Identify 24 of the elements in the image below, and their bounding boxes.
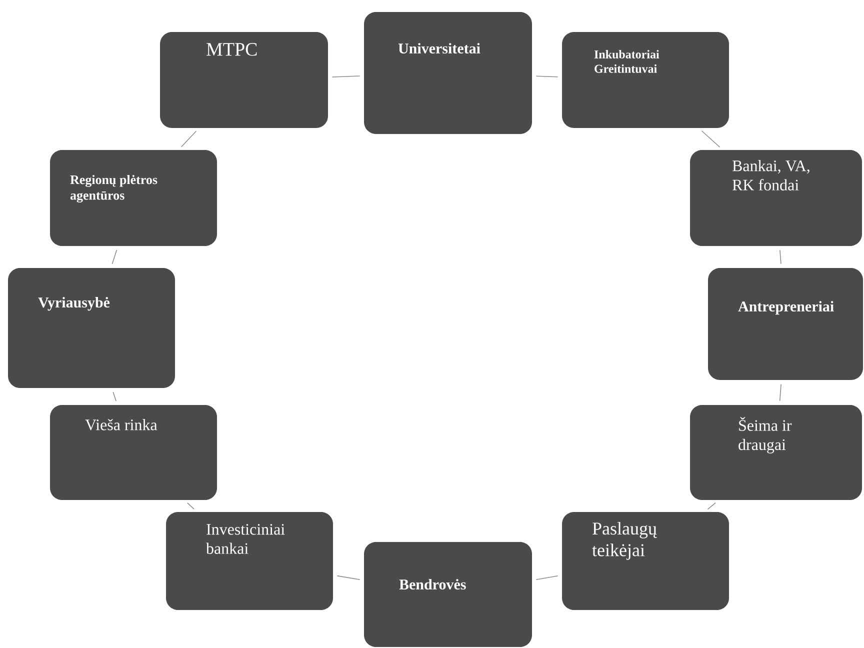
connector-line: [701, 130, 720, 148]
process-box: Paslaugų teikėjai: [562, 512, 729, 610]
connector-line: [780, 250, 782, 264]
process-box: Bankai, VA, RK fondai: [690, 150, 862, 246]
process-box: Bendrovės: [364, 542, 532, 647]
process-box: Universitetai: [364, 12, 532, 134]
connector-line: [180, 130, 197, 148]
connector-line: [336, 575, 360, 580]
process-box: Vieša rinka: [50, 405, 217, 500]
process-box: Inkubatoriai Greitintuvai: [562, 32, 729, 128]
connector-line: [536, 76, 558, 78]
connector-line: [332, 76, 360, 78]
connector-line: [112, 392, 117, 402]
process-box: Antrepreneriai: [708, 268, 863, 380]
process-box: Šeima ir draugai: [690, 405, 862, 500]
process-box: Vyriausybė: [8, 268, 175, 388]
connector-line: [187, 502, 194, 510]
process-box: MTPC: [160, 32, 328, 128]
connector-line: [112, 250, 118, 264]
connector-line: [779, 384, 782, 402]
connector-line: [707, 502, 716, 510]
connector-line: [536, 576, 558, 580]
process-box: Regionų plėtros agentūros: [50, 150, 217, 246]
process-box: Investiciniai bankai: [166, 512, 333, 610]
